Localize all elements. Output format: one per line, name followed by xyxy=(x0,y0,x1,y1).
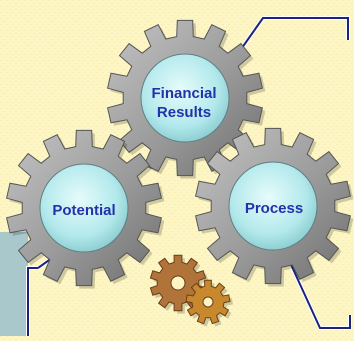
side-panel-bracket xyxy=(27,267,38,336)
bottom-callout-line xyxy=(287,257,351,329)
gear-hub xyxy=(228,161,318,251)
small-gears-icon xyxy=(149,254,233,327)
gear-hub xyxy=(39,163,129,253)
gear-hub xyxy=(140,53,230,143)
gear-label-financial-line1: Financial xyxy=(151,85,216,102)
gear-financial-results xyxy=(107,19,266,179)
top-callout-line xyxy=(231,17,349,63)
mini-gear-hole xyxy=(170,275,186,291)
mini-gear-hole xyxy=(202,296,214,308)
gear-label-potential: Potential xyxy=(52,202,115,219)
gear-label-process: Process xyxy=(245,200,303,217)
gear-potential xyxy=(6,129,165,289)
gear-process xyxy=(195,127,354,287)
gear-label-financial-line2: Results xyxy=(157,104,211,121)
